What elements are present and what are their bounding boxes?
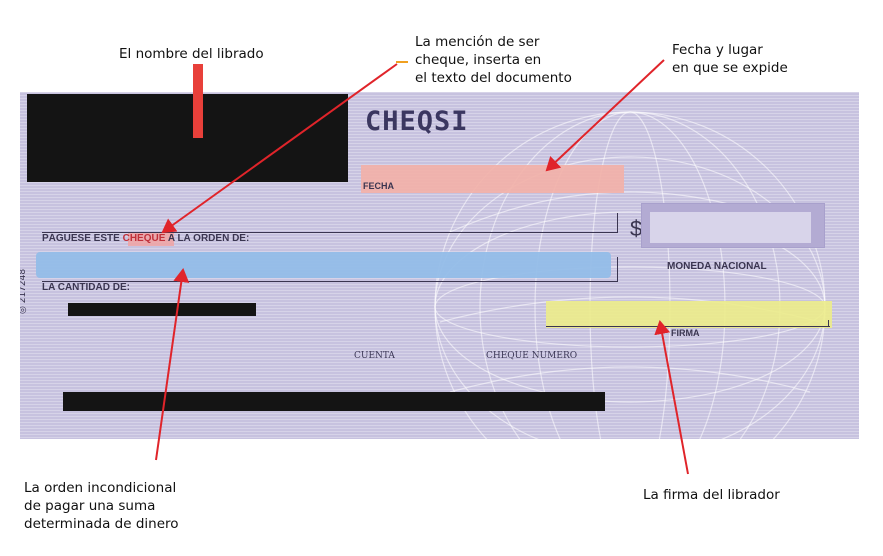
annotation-date-place-line-1: Fecha y lugar <box>672 42 763 58</box>
unconditional-order-arrow <box>155 268 190 461</box>
annotation-date-place-line-2: en que se expide <box>672 60 788 76</box>
annotation-date-place: Fecha y lugar en que se expide <box>672 41 788 77</box>
payee-field-highlight <box>36 252 611 278</box>
cheque-number-label: CHEQUE NUMERO <box>486 351 578 361</box>
payee-amount-line-tick <box>617 257 618 282</box>
brand-name: CHEQSI <box>365 106 469 137</box>
date-label: FECHA <box>363 181 394 191</box>
payee-line <box>42 232 618 233</box>
signature-line-tick <box>828 320 829 327</box>
amount-box <box>641 203 825 248</box>
cheque-word-highlight <box>128 233 174 246</box>
annotation-cheque-mention-line-3: el texto del documento <box>415 70 572 86</box>
signature-label: FIRMA <box>671 328 700 338</box>
payee-line-tick <box>617 213 618 233</box>
annotation-unconditional-order: La orden incondicional de pagar una suma… <box>24 479 179 533</box>
signature-arrow <box>654 320 689 475</box>
signature-field-highlight <box>546 301 832 328</box>
amount-label: LA CANTIDAD DE: <box>42 282 130 293</box>
date-field-highlight <box>361 165 624 193</box>
pay-prefix: PÁGUESE ESTE <box>42 233 120 244</box>
currency-symbol: $ <box>630 216 643 241</box>
drawee-name-indicator <box>193 64 203 138</box>
micr-line-redaction <box>63 392 605 411</box>
annotation-unconditional-order-line-3: determinada de dinero <box>24 516 179 532</box>
amount-redaction <box>68 303 256 316</box>
annotation-unconditional-order-line-1: La orden incondicional <box>24 480 177 496</box>
account-label: CUENTA <box>354 351 395 361</box>
annotation-unconditional-order-line-2: de pagar una suma <box>24 498 156 514</box>
annotation-drawee-name: El nombre del librado <box>119 46 264 62</box>
date-place-arrow <box>545 59 665 172</box>
cheque-mention-arrow <box>161 63 398 234</box>
pay-order-label: PÁGUESE ESTE CHEQUE A LA ORDEN DE: <box>42 233 249 244</box>
cheque-document: CHEQSI FECHA PÁGUESE ESTE CHEQUE A LA OR… <box>20 92 859 439</box>
pay-suffix: A LA ORDEN DE: <box>167 233 250 244</box>
annotation-cheque-mention-line-2: cheque, inserta en <box>415 52 542 68</box>
pay-cheque-word: CHEQUE <box>122 233 166 244</box>
payee-amount-line <box>42 281 618 282</box>
amount-box-inner <box>650 212 811 243</box>
signature-line <box>546 326 830 327</box>
annotation-cheque-mention-line-1: La mención de ser <box>415 34 540 50</box>
annotation-cheque-mention: La mención de ser cheque, inserta en el … <box>415 33 572 87</box>
annotation-drawer-signature: La firma del librador <box>643 487 780 503</box>
currency-label: MONEDA NACIONAL <box>667 261 767 272</box>
